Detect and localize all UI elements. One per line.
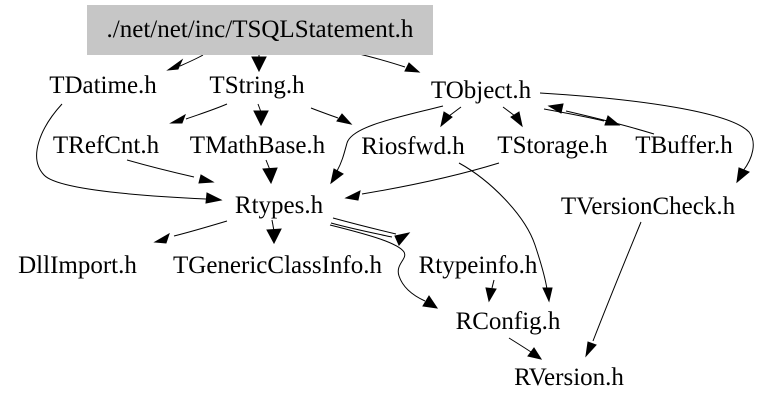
node-rconfig[interactable]: RConfig.h [455, 308, 561, 335]
edge-rtypes-to-rconfig [329, 224, 426, 302]
edge-tdatime-to-rtypes [36, 103, 207, 200]
arrowhead-tobject-to-riosfwd [440, 111, 453, 128]
node-riosfwd[interactable]: Riosfwd.h [361, 133, 465, 160]
arrowhead-tsqlstatement-to-tobject [404, 62, 421, 73]
edge-tobject-to-riosfwd [448, 106, 462, 117]
node-rversion[interactable]: RVersion.h [514, 364, 624, 391]
arrowhead-tstorage-to-rtypes [344, 190, 361, 201]
node-tstorage[interactable]: TStorage.h [497, 132, 608, 159]
edge-tobject-to-rtypes [336, 105, 444, 172]
edge-tversioncheck-to-rversion [592, 221, 642, 342]
node-rtypeinfo[interactable]: Rtypeinfo.h [418, 252, 538, 279]
edge-rconfig-to-rversion [508, 337, 532, 353]
node-tgenericclassinfo[interactable]: TGenericClassInfo.h [173, 252, 382, 279]
edge-tsqlstatement-to-tdatime [179, 54, 204, 67]
edge-rtypeinfo-to-rconfig [491, 279, 495, 289]
edge-tstring-to-trefcnt [185, 103, 228, 120]
arrowhead-tstring-to-trefcnt [169, 113, 186, 124]
edge-tobject-to-tstorage [502, 106, 516, 117]
arrowhead-tobject-to-rtypes [330, 168, 344, 185]
edge-rtypes-to-rtypeinfo [330, 222, 393, 238]
arrowhead-tstring-to-tmathbase [253, 110, 269, 127]
arrowhead-tobject-to-tstorage [510, 111, 523, 128]
node-rtypes[interactable]: Rtypes.h [234, 192, 324, 219]
arrowhead-rtypes-to-rtypeinfo [394, 232, 411, 246]
arrowhead-rtypeinfo-to-rconfig [485, 287, 497, 303]
arrowhead-tbuffer-to-tobject [547, 103, 564, 114]
node-tobject[interactable]: TObject.h [430, 77, 532, 104]
arrowhead-tsqlstatement-to-tdatime [166, 58, 184, 71]
node-tversioncheck[interactable]: TVersionCheck.h [560, 193, 736, 220]
node-tstring[interactable]: TString.h [209, 72, 305, 99]
arrowhead-tdatime-to-rtypes [205, 192, 223, 204]
arrowhead-tobject-to-tversioncheck [736, 167, 750, 184]
edge-rtypes-to-dllimport [173, 220, 228, 237]
edge-tstorage-to-rtypes [361, 162, 500, 195]
node-tmathbase[interactable]: TMathBase.h [189, 132, 326, 159]
arrowhead-rtypes-to-tgenericclassinfo [266, 228, 282, 245]
arrowhead-trefcnt-to-rtypes [198, 174, 215, 184]
arrowhead-tstring-to-riosfwd [336, 113, 353, 125]
arrowhead-rconfig-to-rversion [527, 347, 543, 360]
root-node-tsqlstatement: ./net/net/inc/TSQLStatement.h [87, 5, 433, 55]
edge-riosfwd-to-rconfig [458, 162, 548, 290]
edge-tstring-to-riosfwd [310, 107, 339, 119]
node-tdatime[interactable]: TDatime.h [49, 72, 157, 99]
edge-rtypes-to-rtypeinfo [332, 217, 397, 235]
arrowhead-tsqlstatement-to-tstring [251, 56, 267, 73]
arrowhead-riosfwd-to-rconfig [542, 287, 553, 303]
node-dllimport[interactable]: DllImport.h [18, 252, 137, 279]
edge-trefcnt-to-rtypes [126, 159, 195, 178]
node-trefcnt[interactable]: TRefCnt.h [52, 132, 160, 159]
arrowhead-tmathbase-to-rtypes [262, 167, 278, 185]
edge-tobject-to-tbuffer [543, 108, 605, 122]
arrowhead-tversioncheck-to-rversion [585, 341, 597, 358]
arrowhead-rtypes-to-rconfig [422, 295, 439, 309]
node-tbuffer[interactable]: TBuffer.h [635, 132, 733, 159]
edge-tbuffer-to-tobject [565, 110, 655, 135]
arrowhead-rtypes-to-dllimport [153, 232, 170, 244]
edge-tobject-to-tversioncheck [539, 92, 754, 172]
